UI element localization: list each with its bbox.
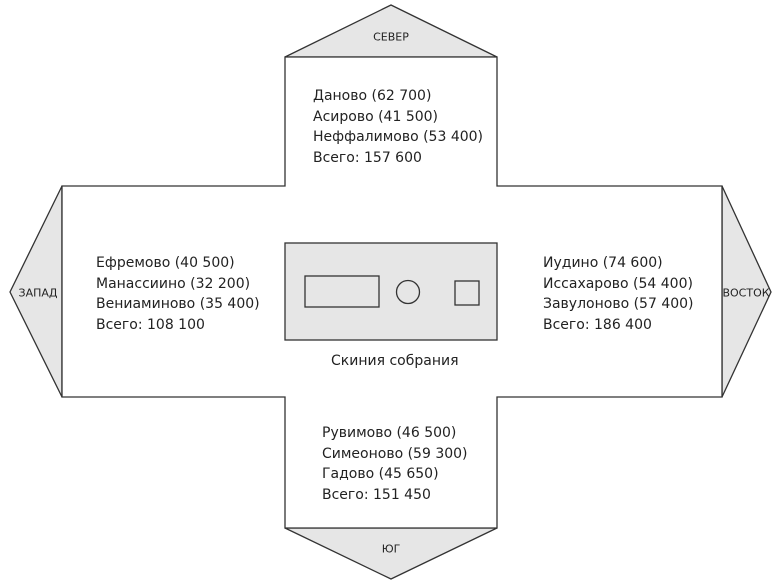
altar-rect [304, 275, 380, 308]
tribe-total: Всего: 157 600 [313, 149, 422, 166]
tribe-item: Ефремово (40 500) [96, 255, 235, 271]
tribe-item: Манассиино (32 200) [96, 275, 251, 292]
east-tribes: Иудино (74 600) Иссахарово (54 400) Заву… [543, 253, 694, 335]
tabernacle [284, 242, 498, 341]
tribe-item: Асирово (41 500) [313, 108, 439, 125]
south-tribes: Рувимово (46 500) Симеоново (59 300) Гад… [322, 423, 468, 505]
tribe-total: Всего: 186 400 [543, 316, 652, 333]
south-label: ЮГ [381, 542, 401, 556]
tribe-total: Всего: 108 100 [96, 316, 205, 333]
north-label: СЕВЕР [373, 30, 409, 44]
tribe-total: Всего: 151 450 [322, 486, 431, 503]
tribe-item: Иссахарово (54 400) [543, 275, 693, 292]
west-tribes: Ефремово (40 500) Манассиино (32 200) Ве… [96, 253, 260, 335]
ark-square [454, 280, 480, 306]
tabernacle-label: Скиния собрания [331, 353, 459, 369]
tribe-item: Завулоново (57 400) [543, 296, 694, 312]
tribe-item: Неффалимово (53 400) [313, 129, 484, 145]
north-tribes: Даново (62 700) Асирово (41 500) Неффали… [313, 86, 483, 168]
west-label: ЗАПАД [18, 286, 58, 300]
tribe-item: Иудино (74 600) [543, 255, 663, 271]
tribe-item: Рувимово (46 500) [322, 425, 457, 441]
tribe-item: Симеоново (59 300) [322, 445, 468, 462]
tribe-item: Гадово (45 650) [322, 466, 439, 482]
tribe-item: Вениаминово (35 400) [96, 296, 260, 312]
laver-circle [395, 279, 421, 305]
east-label: ВОСТОК [722, 286, 770, 300]
tribe-item: Даново (62 700) [313, 88, 432, 104]
